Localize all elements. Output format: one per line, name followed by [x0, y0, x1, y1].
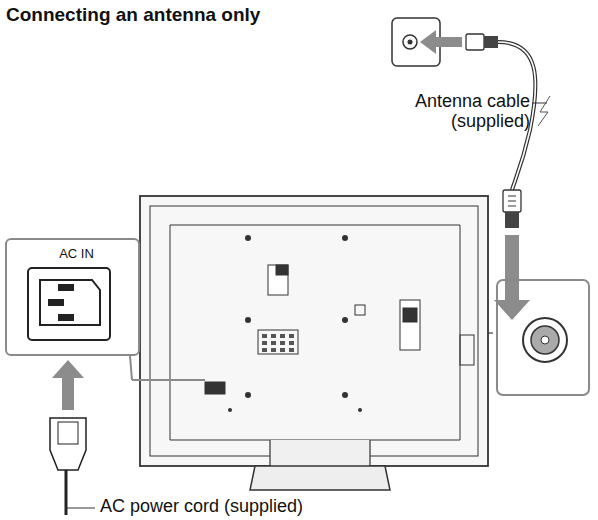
power-plug: [50, 418, 95, 515]
inset-box: AC IN: [5, 238, 140, 356]
part-label: AC power cord (supplied): [100, 497, 400, 517]
port-label: AC IN: [7, 246, 138, 261]
mount-holes: [228, 235, 362, 412]
diagram-title: Connecting an antenna only: [6, 4, 260, 26]
ac-socket: [28, 268, 110, 340]
signal-symbol: [538, 96, 550, 126]
part-label: Antenna cable (supplied): [392, 92, 530, 132]
connect-arrow: [420, 30, 462, 54]
tv-rear: [140, 196, 488, 490]
connect-arrow: [494, 235, 530, 320]
connector-pins: [262, 334, 294, 352]
connect-arrow: [52, 360, 84, 410]
inset-leader: [130, 356, 132, 380]
leader-line: [532, 103, 547, 104]
inset-leader: [132, 379, 205, 381]
